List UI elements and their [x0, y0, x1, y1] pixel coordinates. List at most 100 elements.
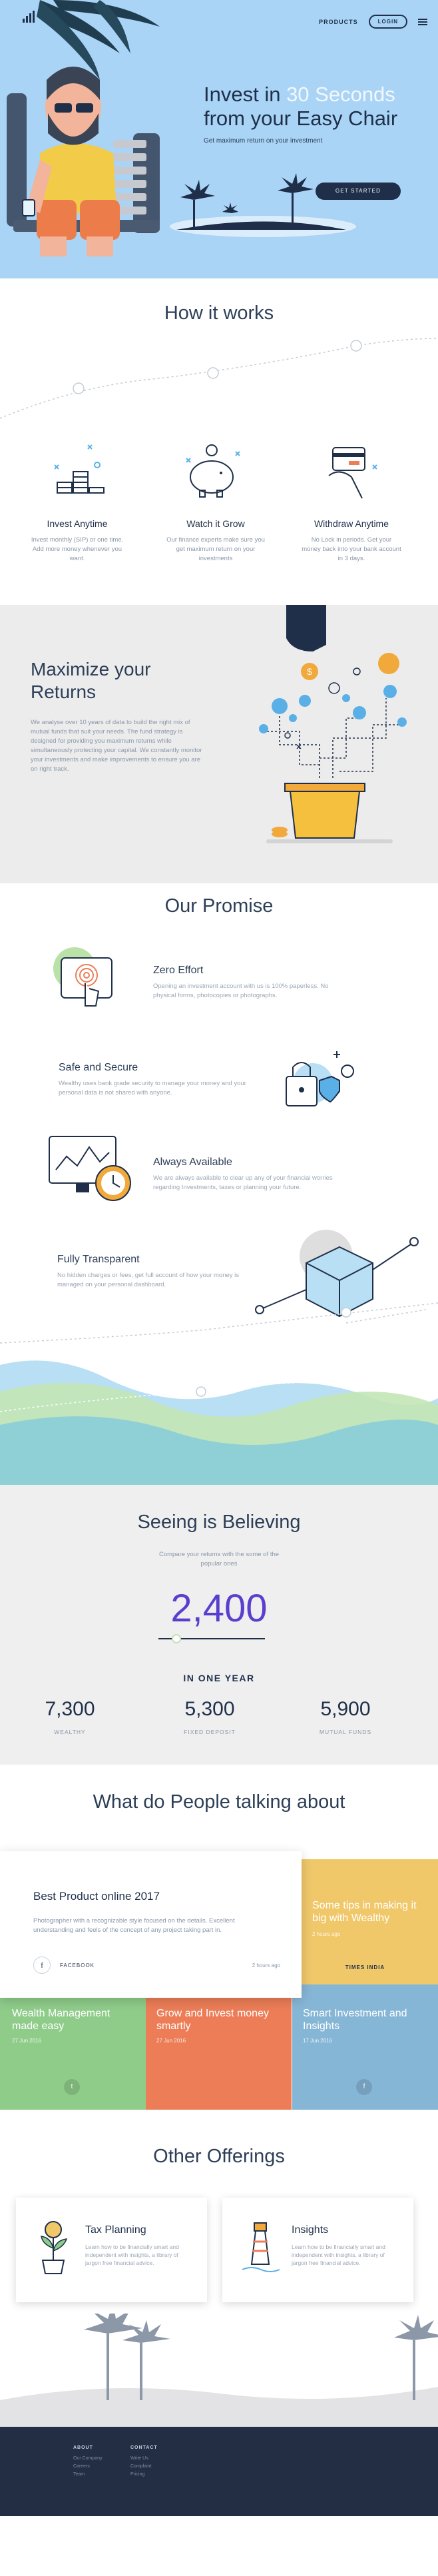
stat-value: 5,300	[184, 1698, 235, 1720]
section-title: Maximize your Returns	[31, 659, 151, 702]
section-title: Our Promise	[164, 895, 274, 917]
card-title: Best Product online 2017	[33, 1890, 160, 1903]
seeing-is-believing-section: Seeing is Believing Compare your returns…	[0, 1485, 438, 1765]
feature-text: We are always available to clear up any …	[153, 1174, 333, 1191]
hero-section: PRODUCTS LOGIN Invest in 30 Seconds from…	[0, 0, 438, 278]
plant-icon	[41, 2221, 68, 2274]
card-title: Some tips in making it big with Wealthy	[312, 1900, 417, 1924]
card-date: 17 Jun 2016	[303, 2038, 333, 2044]
hero-title: Invest in 30 Seconds from your Easy Chai…	[204, 83, 398, 130]
footer-link[interactable]: Our Company	[73, 2456, 103, 2461]
nav-products-link[interactable]: PRODUCTS	[319, 18, 358, 25]
top-nav: PRODUCTS LOGIN	[319, 15, 427, 29]
step-text: Our finance experts make sure you get ma…	[166, 536, 265, 562]
coins-icon	[54, 444, 105, 494]
investment-amount[interactable]: 2,400	[170, 1587, 268, 1630]
card-date: 27 Jun 2016	[156, 2038, 186, 2044]
section-text: We analyse over 10 years of data to buil…	[31, 719, 202, 773]
card-title: Smart Investment and Insights	[303, 2008, 407, 2032]
card-time: 2 hours ago	[312, 1931, 341, 1937]
transparent-cube-icon	[255, 1230, 426, 1324]
step-text: No Lock in periods. Get your money back …	[302, 536, 401, 562]
login-button[interactable]: LOGIN	[368, 15, 407, 29]
featured-article-card[interactable]: Some tips in making it big with Wealthy …	[292, 1859, 438, 1984]
card-withdraw-icon	[328, 447, 377, 499]
stat-label: WEALTHY	[54, 1729, 86, 1735]
footer-heading: ABOUT	[73, 2445, 93, 2450]
hero-subtitle: Get maximum return on your investment	[204, 137, 323, 145]
step-title: Withdraw Anytime	[314, 518, 389, 529]
other-offerings-section: Other Offerings Tax Planning Learn how t…	[0, 2127, 438, 2427]
monitor-clock-icon	[49, 1136, 131, 1201]
footer-heading: CONTACT	[130, 2445, 158, 2450]
card-date: 27 Jun 2016	[12, 2038, 42, 2044]
step-title: Invest Anytime	[47, 518, 108, 529]
feature-title: Zero Effort	[153, 965, 204, 976]
dotted-path-decoration	[0, 338, 438, 419]
offer-card[interactable]: Tax Planning Learn how to be financially…	[16, 2198, 207, 2302]
testimonials-section: What do People talking about Some tips i…	[0, 1765, 438, 2127]
section-title: What do People talking about	[93, 1791, 345, 1813]
feature-text: No hidden charges or fees, get full acco…	[57, 1272, 240, 1288]
step-text: Invest monthly (SIP) or one time. Add mo…	[31, 536, 124, 562]
footer-link[interactable]: Complaint	[130, 2464, 152, 2469]
stat-label: FIXED DEPOSIT	[184, 1729, 236, 1735]
our-promise-section: Our Promise Zero Effort Opening an inves…	[0, 883, 438, 1352]
article-card[interactable]: Smart Investment and Insights 17 Jun 201…	[292, 1984, 438, 2110]
get-started-button[interactable]: GET STARTED	[316, 183, 401, 200]
footer-link[interactable]: Careers	[73, 2464, 90, 2469]
section-title: How it works	[164, 302, 274, 324]
stat-value: 5,900	[320, 1698, 371, 1720]
footer-link[interactable]: Write Us	[130, 2456, 148, 2461]
stat-value: 7,300	[45, 1698, 95, 1720]
palm-beach-illustration	[0, 2314, 438, 2427]
feature-text: Opening an investment account with us is…	[153, 983, 329, 999]
testimonial-card[interactable]: Best Product online 2017 Photographer wi…	[0, 1851, 302, 1998]
maximize-returns-section: Maximize your Returns We analyse over 10…	[0, 605, 438, 883]
hero-illustration	[7, 0, 356, 256]
step-title: Watch it Grow	[186, 518, 245, 529]
facebook-icon[interactable]: f	[33, 1956, 51, 1974]
menu-icon[interactable]	[418, 18, 427, 25]
how-it-works-section: How it works Invest Anytime Invest month…	[0, 278, 438, 605]
stat-label: MUTUAL FUNDS	[319, 1729, 372, 1735]
feature-title: Safe and Secure	[59, 1062, 138, 1073]
card-title: Grow and Invest money smartly	[156, 2008, 269, 2032]
feature-text: Wealthy uses bank grade security to mana…	[59, 1080, 246, 1096]
hero-title-accent: 30 Seconds	[286, 83, 395, 106]
card-source: TIMES INDIA	[345, 1964, 385, 1970]
article-card[interactable]: Wealth Management made easy 27 Jun 2016 …	[0, 1984, 146, 2110]
offer-title: Tax Planning	[85, 2224, 146, 2236]
money-tree-illustration: $	[259, 605, 407, 843]
lighthouse-icon	[242, 2222, 280, 2272]
fingerprint-tablet-icon	[53, 947, 112, 1007]
feature-title: Always Available	[153, 1156, 232, 1168]
section-title: Other Offerings	[153, 2146, 285, 2167]
card-text: Photographer with a recognizable style f…	[33, 1917, 235, 1934]
footer-link[interactable]: Team	[73, 2472, 85, 2477]
lock-shield-icon	[286, 1051, 354, 1106]
offer-card[interactable]: Insights Learn how to be financially sma…	[222, 2198, 413, 2302]
piggy-bank-icon	[186, 444, 240, 498]
svg-text:$: $	[307, 666, 312, 677]
footer: ABOUT Our Company Careers Team CONTACT W…	[0, 2427, 438, 2516]
offer-title: Insights	[292, 2224, 329, 2236]
card-title: Wealth Management made easy	[12, 2008, 110, 2032]
dotted-path-decoration	[0, 1302, 438, 1344]
article-card[interactable]: Grow and Invest money smartly 27 Jun 201…	[146, 1984, 292, 2110]
amount-slider-handle[interactable]	[172, 1634, 182, 1643]
twitter-icon[interactable]: t	[64, 2079, 80, 2095]
section-subtitle: Compare your returns with the some of th…	[158, 1551, 280, 1567]
offer-text: Learn how to be financially smart and in…	[85, 2244, 179, 2266]
card-source: FACEBOOK	[60, 1962, 95, 1968]
period-label: IN ONE YEAR	[183, 1673, 255, 1683]
wave-illustration	[0, 1360, 438, 1485]
facebook-icon[interactable]: f	[356, 2079, 372, 2095]
section-title: Seeing is Believing	[137, 1511, 301, 1533]
amount-slider-track[interactable]	[158, 1638, 265, 1639]
wave-divider	[0, 1352, 438, 1485]
wealthy-logo[interactable]	[23, 11, 37, 23]
offer-text: Learn how to be financially smart and in…	[292, 2244, 385, 2266]
feature-title: Fully Transparent	[57, 1254, 140, 1265]
footer-link[interactable]: Pricing	[130, 2472, 145, 2477]
